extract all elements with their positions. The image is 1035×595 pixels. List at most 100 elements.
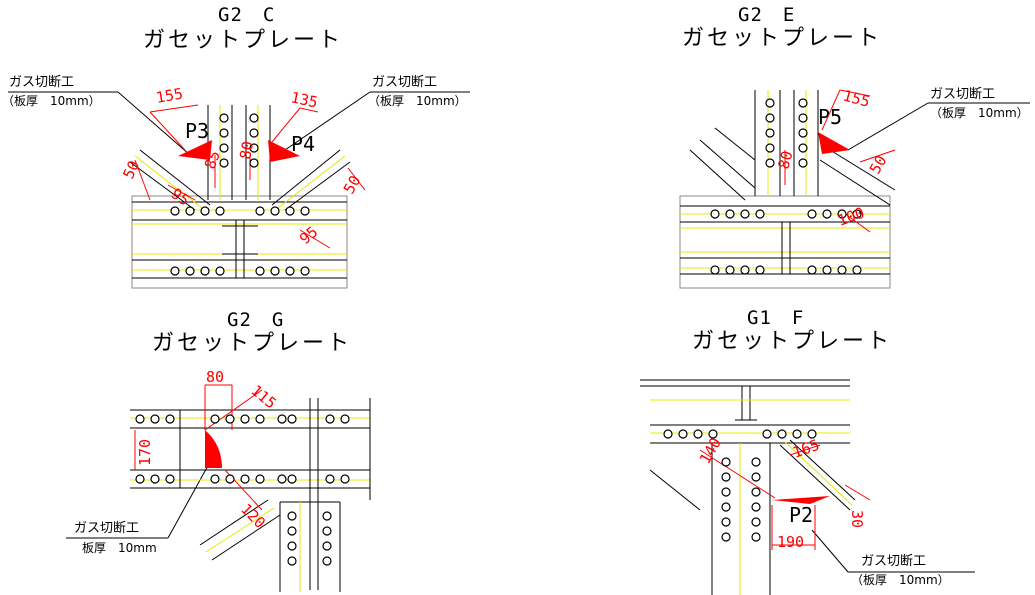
- g2c-title: G2 C: [218, 4, 276, 26]
- g1f-bolt-group: [663, 429, 817, 542]
- bolt: [852, 265, 862, 275]
- bolt: [721, 472, 731, 482]
- g2e-note-line1: ガス切断工: [930, 87, 996, 102]
- bolt: [277, 474, 287, 484]
- bolt: [277, 414, 287, 424]
- g2e-dimension-labels: 155 80 50 100: [774, 86, 890, 229]
- bolt: [219, 128, 229, 138]
- dim-label: 50: [866, 152, 891, 177]
- g2c-note-right-line2: （板厚 10mm）: [368, 94, 467, 108]
- bolt: [165, 474, 175, 484]
- bolt: [751, 472, 761, 482]
- bolt: [721, 517, 731, 527]
- dim-label: 30: [848, 510, 866, 528]
- bolt: [249, 113, 259, 123]
- bolt: [165, 414, 175, 424]
- bolt: [740, 209, 750, 219]
- bolt: [837, 209, 847, 219]
- g2e-point-p5: P5: [818, 105, 843, 129]
- dim-label: 190: [777, 533, 804, 551]
- g1f-subtitle: ガセットプレート: [692, 329, 893, 354]
- dim-label: 140: [696, 435, 725, 467]
- bolt: [792, 429, 802, 439]
- g2g-drawing: [66, 384, 371, 592]
- bolt: [740, 265, 750, 275]
- dim-label: 155: [841, 86, 872, 110]
- bolt: [285, 206, 295, 216]
- g1f-drawing: [640, 379, 975, 595]
- g2g-subtitle: ガセットプレート: [152, 331, 353, 356]
- bolt: [822, 209, 832, 219]
- bolt: [270, 206, 280, 216]
- g2e-subtitle: ガセットプレート: [682, 26, 883, 51]
- bolt: [693, 429, 703, 439]
- bolt: [287, 541, 297, 551]
- bolt: [219, 113, 229, 123]
- g2c-note-left-line1: ガス切断工: [9, 75, 75, 90]
- bolt: [765, 143, 775, 153]
- dim-label: 80: [236, 140, 257, 161]
- g1f-title: G1 F: [747, 307, 805, 329]
- g2c-drawing: [8, 91, 470, 289]
- bolt: [755, 265, 765, 275]
- bolt: [325, 474, 335, 484]
- bolt: [255, 474, 265, 484]
- g2c-point-p3: P3: [185, 119, 210, 143]
- g2e-title: G2 E: [738, 4, 796, 26]
- bolt: [751, 532, 761, 542]
- bolt: [255, 266, 265, 276]
- g2c-subtitle: ガセットプレート: [143, 28, 344, 53]
- g1f-note-line1: ガス切断工: [861, 554, 927, 569]
- bolt: [708, 429, 718, 439]
- bolt: [215, 206, 225, 216]
- bolt: [300, 206, 310, 216]
- bolt: [150, 474, 160, 484]
- bolt: [798, 143, 808, 153]
- dim-label: 155: [155, 85, 185, 107]
- bolt: [135, 474, 145, 484]
- g2c-note-right-line1: ガス切断工: [372, 75, 438, 90]
- bolt: [287, 474, 297, 484]
- bolt: [725, 265, 735, 275]
- g2g-note-line2: 板厚 10mm: [82, 541, 157, 555]
- bolt: [777, 429, 787, 439]
- g2g-bolt-group: [135, 414, 350, 566]
- bolt: [249, 128, 259, 138]
- bolt: [751, 487, 761, 497]
- bolt: [249, 143, 259, 153]
- bolt: [725, 209, 735, 219]
- bolt: [200, 266, 210, 276]
- bolt: [287, 414, 297, 424]
- bolt: [200, 206, 210, 216]
- dim-label: 95: [296, 223, 321, 248]
- bolt: [225, 414, 235, 424]
- bolt: [210, 414, 220, 424]
- bolt: [807, 429, 817, 439]
- bolt: [322, 541, 332, 551]
- bolt: [721, 487, 731, 497]
- bolt: [678, 429, 688, 439]
- bolt: [322, 556, 332, 566]
- bolt: [798, 98, 808, 108]
- bolt: [255, 414, 265, 424]
- bolt: [240, 414, 250, 424]
- bolt: [210, 474, 220, 484]
- bolt: [663, 429, 673, 439]
- bolt: [225, 474, 235, 484]
- g1f-note-line2: （板厚 10mm）: [851, 573, 950, 587]
- bolt: [798, 128, 808, 138]
- bolt: [322, 526, 332, 536]
- bolt: [765, 113, 775, 123]
- bolt: [751, 517, 761, 527]
- dim-label: 50: [119, 158, 143, 182]
- bolt: [751, 457, 761, 467]
- g1f-dimension-labels: 140 165 30 190: [696, 435, 866, 551]
- dim-label: 135: [289, 88, 319, 111]
- bolt: [287, 511, 297, 521]
- g2e-note-line2: （板厚 10mm）: [930, 106, 1029, 120]
- dim-label: 115: [247, 381, 279, 412]
- g2g-title: G2 G: [227, 309, 285, 331]
- bolt: [170, 266, 180, 276]
- bolt: [837, 265, 847, 275]
- dim-label: 80: [774, 149, 796, 171]
